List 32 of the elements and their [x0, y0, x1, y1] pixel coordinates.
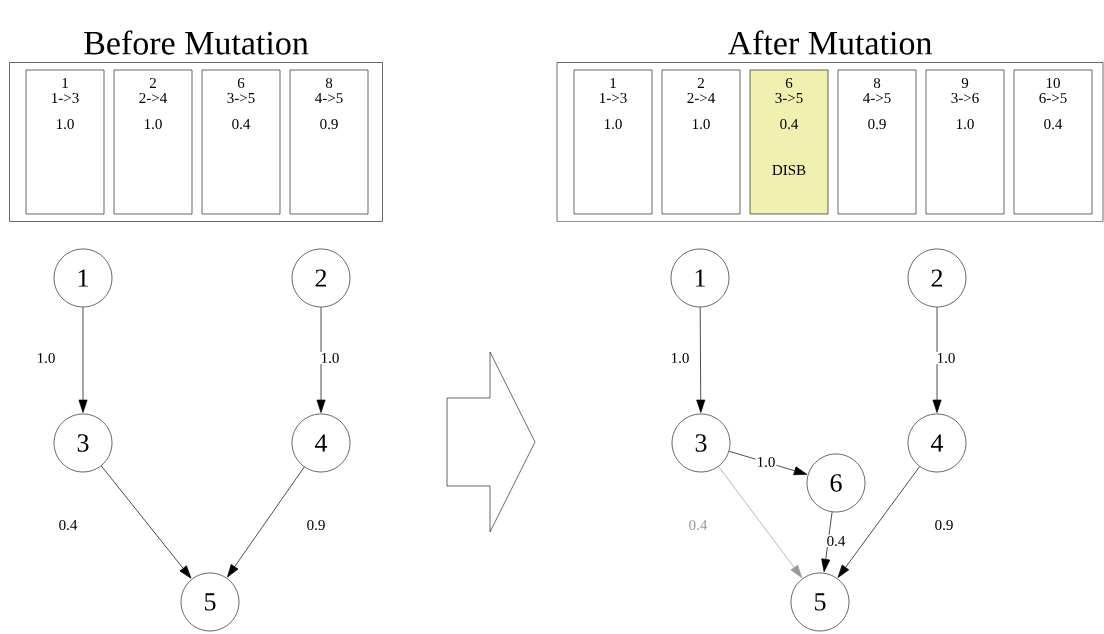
gene-box: 2 2->4 1.0	[661, 69, 741, 215]
edge-label: 1.0	[669, 351, 691, 365]
gene-box: 8 4->5 0.9	[837, 69, 917, 215]
edge-label: 0.9	[305, 518, 327, 532]
arrow	[932, 306, 942, 413]
arrow	[837, 466, 920, 578]
arrow	[100, 465, 192, 579]
arrow	[728, 450, 808, 476]
edge-label: 0.4	[687, 518, 709, 532]
edge-label: 1.0	[755, 455, 777, 469]
gene-box: 10 6->5 0.4	[1013, 69, 1093, 215]
gene-box: 8 4->5 0.9	[289, 69, 369, 215]
gene-box: 2 2->4 1.0	[113, 69, 193, 215]
edge-label: 1.0	[35, 351, 57, 365]
node-label: Before Mutation	[84, 30, 309, 55]
arrow	[821, 511, 833, 573]
gene-box: 9 3->6 1.0	[925, 69, 1005, 215]
edge-label: 0.4	[825, 534, 847, 548]
edge-label: 0.4	[57, 518, 79, 532]
edge-label: 1.0	[319, 351, 341, 365]
edge-label: 1.0	[935, 351, 957, 365]
gene-box: 6 3->5 0.4	[201, 69, 281, 215]
gene-box: 1 1->3 1.0	[25, 69, 105, 215]
gene-box: 6 3->5 0.4 DISB	[749, 69, 829, 215]
arrow	[227, 466, 305, 578]
node-label: After Mutation	[727, 30, 932, 55]
arrow	[78, 306, 88, 413]
edge-label: 0.9	[933, 518, 955, 532]
arrow	[696, 306, 706, 413]
arrow	[316, 306, 326, 413]
gene-box: 1 1->3 1.0	[573, 69, 653, 215]
arrow	[718, 466, 803, 578]
